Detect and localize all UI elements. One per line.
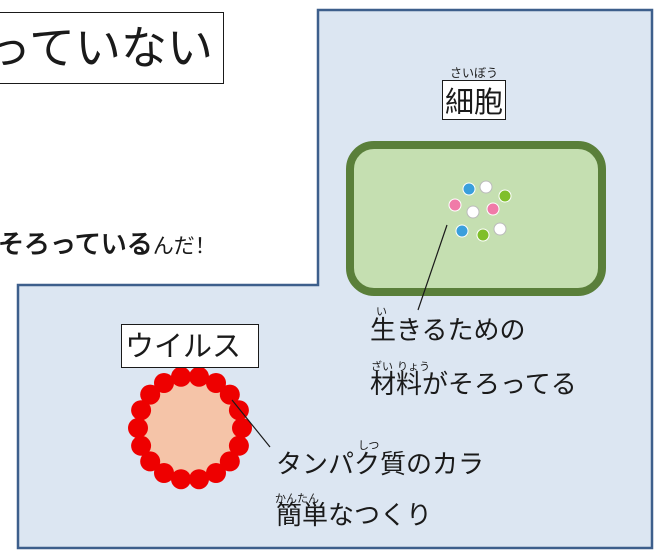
material-bead xyxy=(466,205,480,219)
virus-spike xyxy=(140,384,161,405)
cell-note-ruby-2: ざい xyxy=(371,360,393,373)
cell-label: 細胞 xyxy=(445,85,504,119)
cell-note-ruby-3: りょう xyxy=(397,360,430,373)
cell-materials xyxy=(448,180,512,242)
material-bead xyxy=(486,202,500,216)
virus-label-box: ウイルス xyxy=(121,324,259,368)
title-box: っていない xyxy=(0,12,224,84)
virus-spike xyxy=(206,373,226,393)
material-bead xyxy=(493,222,507,236)
virus-spike xyxy=(131,400,152,421)
cell-note-line-2: 材料がそろってる xyxy=(370,370,577,400)
virus-note-pointer xyxy=(231,399,271,448)
material-bead xyxy=(455,224,469,238)
material-bead xyxy=(498,189,512,203)
virus-spike xyxy=(171,469,191,490)
material-bead xyxy=(479,180,493,194)
virus-spike xyxy=(189,366,209,387)
cell-note-line-1: 生きるための xyxy=(370,316,526,346)
virus-spike xyxy=(171,366,191,387)
cell-note-pointer xyxy=(417,224,448,311)
virus-spike xyxy=(232,418,252,438)
virus-spike xyxy=(206,463,226,483)
material-bead xyxy=(476,228,490,242)
virus-label: ウイルス xyxy=(125,329,242,363)
cell-label-box: 細胞 xyxy=(442,80,506,120)
virus-spike xyxy=(219,384,240,405)
virus-spike xyxy=(228,435,249,456)
virus-body xyxy=(128,366,252,490)
virus-spike xyxy=(131,435,152,456)
left-statement: そろっているんだ！ xyxy=(0,232,216,258)
left-statement-tail: んだ！ xyxy=(152,234,216,258)
virus-spike xyxy=(154,463,174,483)
virus-spike xyxy=(219,451,240,472)
virus-note-ruby-1: しつ xyxy=(358,439,380,452)
cell-note-ruby-1: い xyxy=(376,305,387,318)
material-bead xyxy=(448,198,462,212)
left-statement-bold: そろっている xyxy=(0,230,153,260)
title-text: っていない xyxy=(0,21,213,75)
cell-body xyxy=(346,141,606,296)
virus-spike xyxy=(154,373,174,393)
virus-spike xyxy=(128,418,148,438)
virus-note-line-1: タンパク質のカラ xyxy=(276,450,485,480)
material-bead xyxy=(462,182,476,196)
cell-label-ruby: さいぼう xyxy=(450,66,499,80)
virus-spike xyxy=(189,469,209,490)
virus-note-line-2: 簡単なつくり xyxy=(276,501,433,531)
virus-spike xyxy=(140,451,161,472)
virus-note-ruby-2: かんたん xyxy=(275,492,319,505)
